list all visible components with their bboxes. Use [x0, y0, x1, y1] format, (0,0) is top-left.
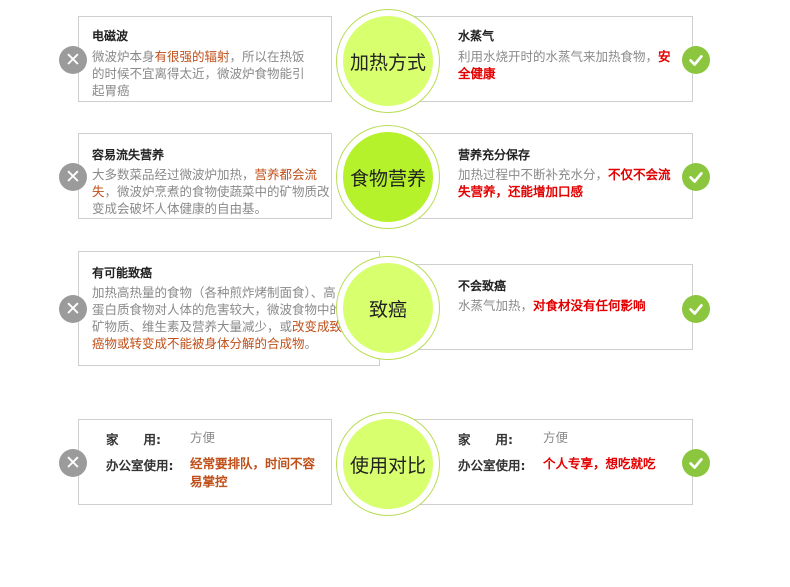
- check-icon: [682, 163, 710, 191]
- right-box-usage: [400, 419, 693, 505]
- left-box-cancer: [78, 251, 380, 366]
- check-icon: [682, 46, 710, 74]
- left-home-value: 方便: [190, 430, 216, 445]
- left-title-heating: 电磁波: [92, 29, 129, 43]
- center-circle-heating: 加热方式: [336, 9, 440, 113]
- right-office-label: 办公室使用:: [458, 458, 526, 473]
- center-label-heating: 加热方式: [343, 16, 433, 106]
- left-title-nutrition: 容易流失营养: [92, 148, 165, 162]
- right-desc-nutrition: 加热过程中不断补充水分，不仅不会流失营养，还能增加口感: [458, 167, 671, 199]
- right-home-value: 方便: [543, 430, 569, 445]
- check-icon: [682, 449, 710, 477]
- x-icon: ✕: [59, 449, 87, 477]
- right-desc-heating: 利用水烧开时的水蒸气来加热食物，安全健康: [458, 49, 671, 81]
- check-icon: [682, 295, 710, 323]
- right-title-cancer: 不会致癌: [458, 279, 507, 293]
- center-label-usage: 使用对比: [343, 419, 433, 509]
- x-icon: ✕: [59, 46, 87, 74]
- right-office-value: 个人专享，想吃就吃: [543, 456, 656, 471]
- left-desc-cancer: 加热高热量的食物（各种煎炸烤制面食）、高蛋白质食物对人体的危害较大，微波食物中的…: [92, 285, 343, 351]
- center-circle-usage: 使用对比: [336, 412, 440, 516]
- right-home-label: 家 用:: [458, 432, 513, 447]
- x-icon: ✕: [59, 295, 87, 323]
- left-box-heating: [78, 16, 332, 102]
- right-desc-cancer: 水蒸气加热，对食材没有任何影响: [458, 298, 646, 313]
- right-title-nutrition: 营养充分保存: [458, 148, 531, 162]
- right-box-nutrition: [400, 133, 693, 219]
- left-title-cancer: 有可能致癌: [92, 266, 153, 280]
- right-box-cancer: [400, 264, 693, 350]
- left-office-label: 办公室使用:: [106, 458, 174, 473]
- center-circle-cancer: 致癌: [336, 256, 440, 360]
- x-icon: ✕: [59, 163, 87, 191]
- left-desc-heating: 微波炉本身有很强的辐射，所以在热饭的时候不宜离得太近，微波炉食物能引起胃癌: [92, 49, 305, 98]
- right-title-heating: 水蒸气: [458, 29, 495, 43]
- left-desc-nutrition: 大多数菜品经过微波炉加热，营养都会流失，微波炉烹煮的食物使蔬菜中的矿物质改变成会…: [92, 167, 330, 216]
- left-office-value: 经常要排队，时间不容易掌控: [190, 456, 316, 489]
- center-label-nutrition: 食物营养: [343, 132, 433, 222]
- left-home-label: 家 用:: [106, 432, 161, 447]
- left-box-nutrition: [78, 133, 332, 219]
- right-box-heating: [400, 16, 693, 102]
- center-label-cancer: 致癌: [343, 263, 433, 353]
- center-circle-nutrition: 食物营养: [336, 125, 440, 229]
